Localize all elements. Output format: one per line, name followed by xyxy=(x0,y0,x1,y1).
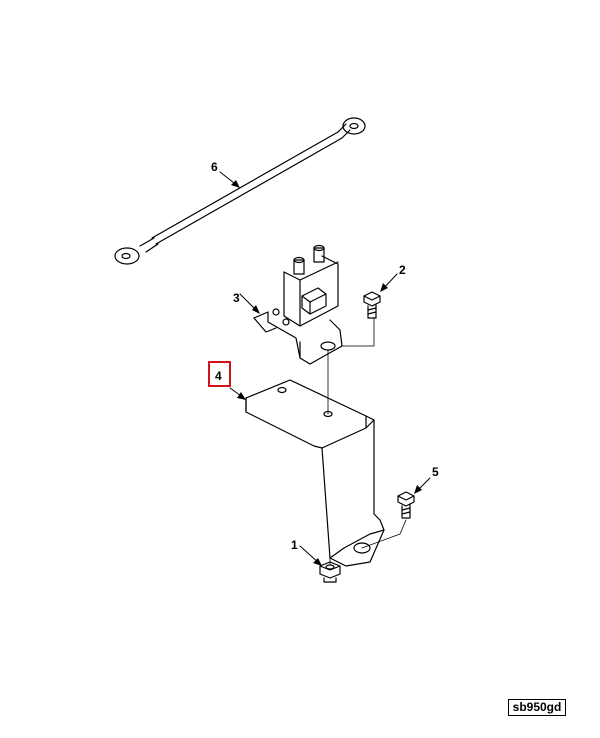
leader-lines xyxy=(219,171,431,565)
callout-1: 1 xyxy=(291,538,298,552)
callout-5: 5 xyxy=(432,465,439,479)
solenoid-part-3[interactable] xyxy=(253,244,343,365)
highlight-box-callout-4 xyxy=(208,361,231,387)
callout-6: 6 xyxy=(211,160,218,174)
callout-4: 4 xyxy=(215,369,222,383)
drawing-code-label: sb950gd xyxy=(508,699,566,716)
callout-2: 2 xyxy=(399,263,406,277)
cable-part-6[interactable] xyxy=(114,117,366,265)
bracket-part-4[interactable] xyxy=(245,379,385,567)
bolt-part-2[interactable] xyxy=(363,291,381,319)
nut-part-1[interactable] xyxy=(319,561,341,583)
leader-arrowheads xyxy=(231,180,422,566)
bolt-part-5[interactable] xyxy=(397,491,415,519)
alignment-lines xyxy=(327,317,407,565)
callout-3: 3 xyxy=(233,291,240,305)
